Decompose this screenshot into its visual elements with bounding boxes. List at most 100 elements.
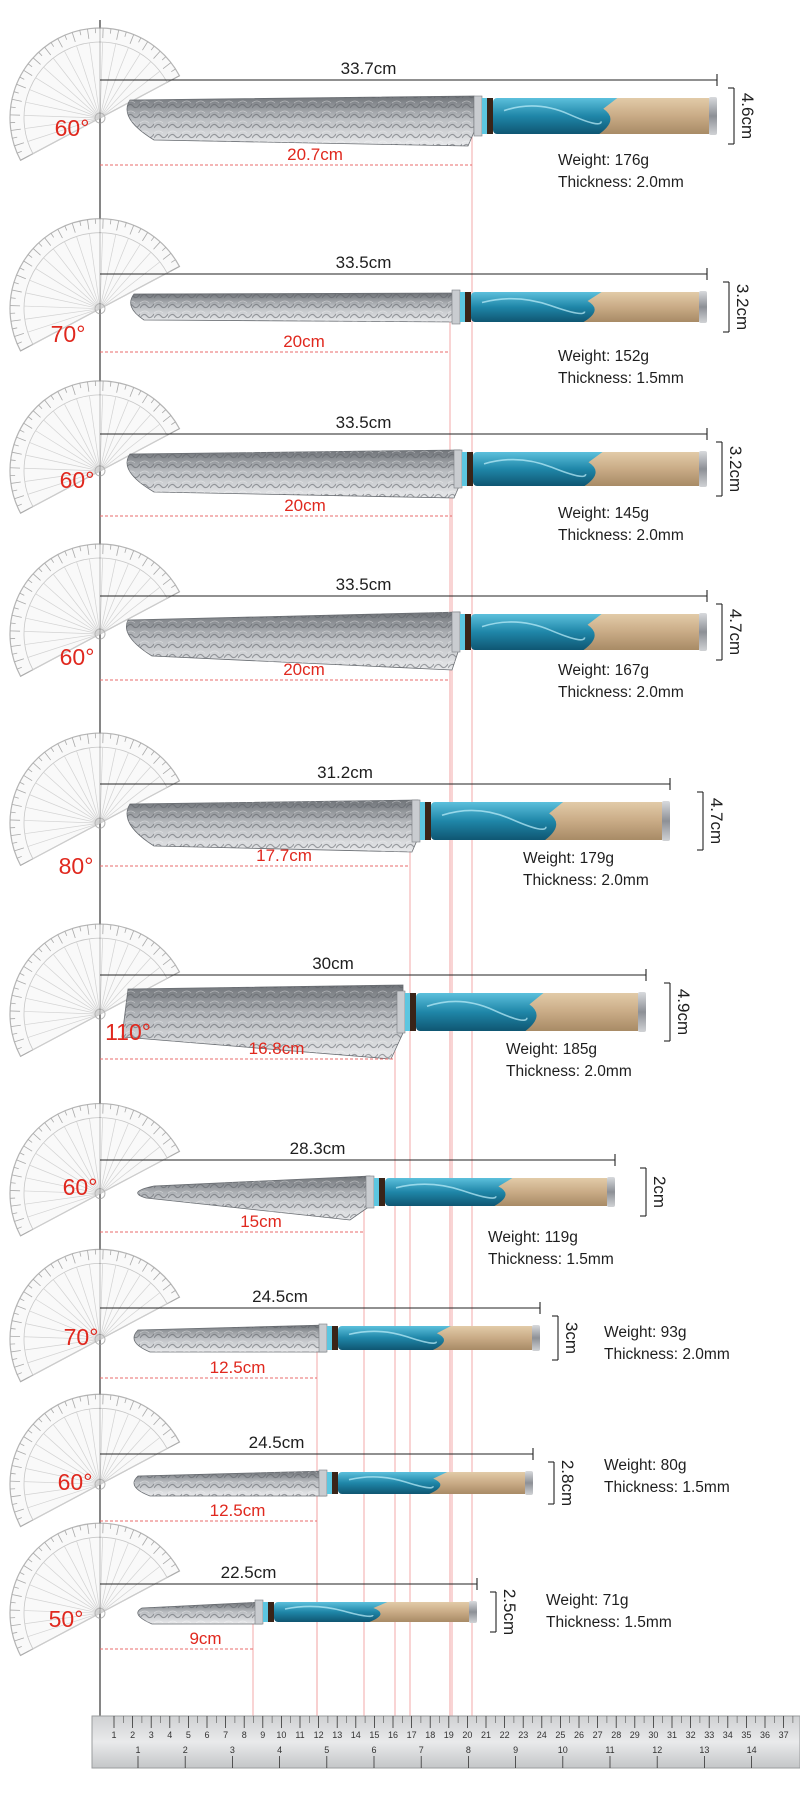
blade-length-label: 17.7cm — [256, 846, 312, 865]
ruler-cm-label: 14 — [351, 1730, 361, 1740]
thickness-label: Thickness: 2.0mm — [558, 527, 684, 544]
handle — [471, 613, 707, 651]
blade-width-label: 2.5cm — [500, 1589, 519, 1635]
ruler-cm-label: 2 — [130, 1730, 135, 1740]
weight-label: Weight: 71g — [546, 1592, 628, 1609]
ruler-cm-label: 13 — [332, 1730, 342, 1740]
blade-width-label: 4.6cm — [738, 93, 757, 139]
ruler-cm-label: 29 — [630, 1730, 640, 1740]
ruler-cm-label: 34 — [723, 1730, 733, 1740]
ruler-cm-label: 18 — [425, 1730, 435, 1740]
weight-label: Weight: 145g — [558, 505, 649, 522]
total-length-label: 24.5cm — [249, 1433, 305, 1452]
ruler-cm-label: 6 — [204, 1730, 209, 1740]
ruler-cm-label: 16 — [388, 1730, 398, 1740]
end-cap — [607, 1177, 615, 1207]
blade — [133, 1324, 327, 1353]
weight-label: Weight: 119g — [488, 1229, 578, 1246]
protractor — [9, 380, 181, 514]
handle — [493, 97, 717, 135]
weight-label: Weight: 93g — [604, 1324, 686, 1341]
ruler-cm-label: 24 — [537, 1730, 547, 1740]
edge-angle-label: 60° — [63, 1174, 98, 1200]
ruler-cm-label: 21 — [481, 1730, 491, 1740]
ruler-inch-label: 6 — [371, 1745, 376, 1755]
ruler-cm-label: 4 — [167, 1730, 172, 1740]
ruler-cm-label: 10 — [276, 1730, 286, 1740]
edge-angle-label: 80° — [59, 853, 94, 879]
ruler-cm-label: 25 — [555, 1730, 565, 1740]
protractor — [9, 1103, 181, 1237]
ruler-cm-label: 35 — [741, 1730, 751, 1740]
end-cap — [525, 1471, 533, 1495]
wood-handle — [583, 614, 699, 650]
total-length-label: 33.5cm — [336, 413, 392, 432]
ruler-cm-label: 11 — [295, 1730, 304, 1740]
bolster — [453, 449, 473, 489]
end-cap — [709, 97, 717, 135]
edge-angle-label: 70° — [64, 1324, 99, 1350]
edge-angle-label: 60° — [55, 115, 90, 141]
ruler-inch-label: 10 — [558, 1745, 568, 1755]
bolster — [318, 1469, 338, 1497]
blade — [126, 95, 475, 147]
end-cap — [532, 1325, 540, 1351]
ruler-cm-label: 9 — [260, 1730, 265, 1740]
blade-length-label: 20cm — [283, 332, 325, 351]
blade — [126, 799, 419, 853]
end-cap — [469, 1601, 477, 1623]
blade-length-label: 15cm — [240, 1212, 282, 1231]
thickness-label: Thickness: 1.5mm — [604, 1479, 730, 1496]
wood-handle — [599, 98, 709, 134]
ruler-inch-label: 9 — [513, 1745, 518, 1755]
blade-width-label: 2cm — [650, 1176, 669, 1208]
handle — [338, 1471, 533, 1495]
ruler-inch-label: 13 — [699, 1745, 709, 1755]
edge-angle-label: 70° — [51, 321, 86, 347]
wood-handle — [432, 1326, 532, 1350]
end-cap — [699, 291, 707, 323]
protractor — [9, 923, 181, 1058]
handle — [431, 801, 670, 841]
total-length-label: 33.5cm — [336, 253, 392, 272]
ruler-inch-label: 1 — [135, 1745, 140, 1755]
thickness-label: Thickness: 1.5mm — [558, 370, 684, 387]
ruler-inch-label: 12 — [652, 1745, 662, 1755]
wood-handle — [494, 1178, 607, 1206]
ruler-cm-label: 1 — [111, 1730, 116, 1740]
weight-label: Weight: 80g — [604, 1457, 686, 1474]
wood-handle — [369, 1602, 469, 1622]
thickness-label: Thickness: 1.5mm — [488, 1251, 614, 1268]
ruler-body — [91, 1715, 800, 1769]
wood-handle — [584, 452, 699, 486]
ruler-cm-label: 37 — [779, 1730, 789, 1740]
thickness-label: Thickness: 2.0mm — [604, 1346, 730, 1363]
total-length-label: 31.2cm — [317, 763, 373, 782]
ruler-cm-label: 3 — [149, 1730, 154, 1740]
blade-width-label: 4.7cm — [707, 798, 726, 844]
total-length-label: 22.5cm — [221, 1563, 277, 1582]
handle — [274, 1601, 477, 1623]
blade-length-label: 20cm — [284, 496, 326, 515]
edge-angle-label: 110° — [105, 1019, 151, 1045]
ruler-inch-label: 8 — [466, 1745, 471, 1755]
edge-angle-label: 60° — [58, 1469, 93, 1495]
handle — [385, 1177, 615, 1207]
blade — [133, 1470, 327, 1497]
ruler-cm-label: 31 — [667, 1730, 677, 1740]
blade — [121, 984, 404, 1060]
wood-handle — [429, 1472, 525, 1494]
blade-length-label: 12.5cm — [210, 1358, 266, 1377]
blade-length-label: 20.7cm — [287, 145, 343, 164]
bolster — [396, 990, 416, 1034]
ruler-cm-label: 26 — [574, 1730, 584, 1740]
total-length-label: 28.3cm — [290, 1139, 346, 1158]
bolster — [451, 611, 471, 653]
